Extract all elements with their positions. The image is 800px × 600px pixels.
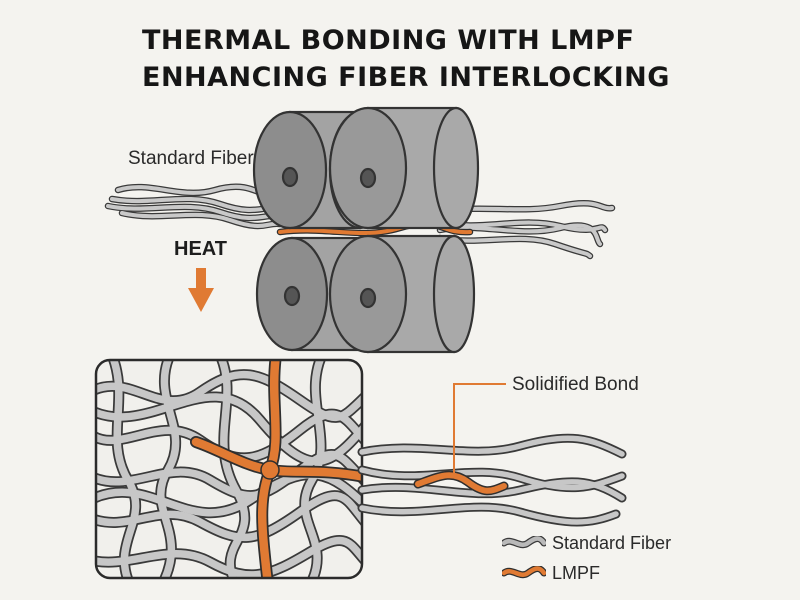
legend-label-lmpf: LMPF [552,562,601,583]
bond-leader-line [453,383,506,478]
roller-top-right [328,106,480,230]
label-heat: HEAT [174,238,227,260]
legend-item-standard-fiber: Standard Fiber [502,530,671,556]
title-line-2: ENHANCING FIBER INTERLOCKING [142,62,670,93]
roller-pair-top [252,106,480,230]
title-line-1: THERMAL BONDING WITH LMPF [142,25,635,56]
lmpf-swatch-icon [502,566,546,579]
bonded-fiber-bundle [357,433,627,527]
label-standard-fiber: Standard Fiber [128,148,254,169]
label-solidified-bond: Solidified Bond [512,374,639,395]
magnified-web-panel [94,358,364,580]
legend-label-standard-fiber: Standard Fiber [552,532,672,553]
roller-pair-bottom [255,234,476,354]
legend: Standard Fiber LMPF [502,530,671,590]
roller-bottom-right [328,234,476,354]
standard-fiber-swatch-icon [502,536,546,549]
heat-arrow-icon [188,268,214,312]
incoming-fibers [104,183,284,230]
diagram-title: THERMAL BONDING WITH LMPF ENHANCING FIBE… [142,22,670,96]
legend-item-lmpf: LMPF [502,560,671,586]
